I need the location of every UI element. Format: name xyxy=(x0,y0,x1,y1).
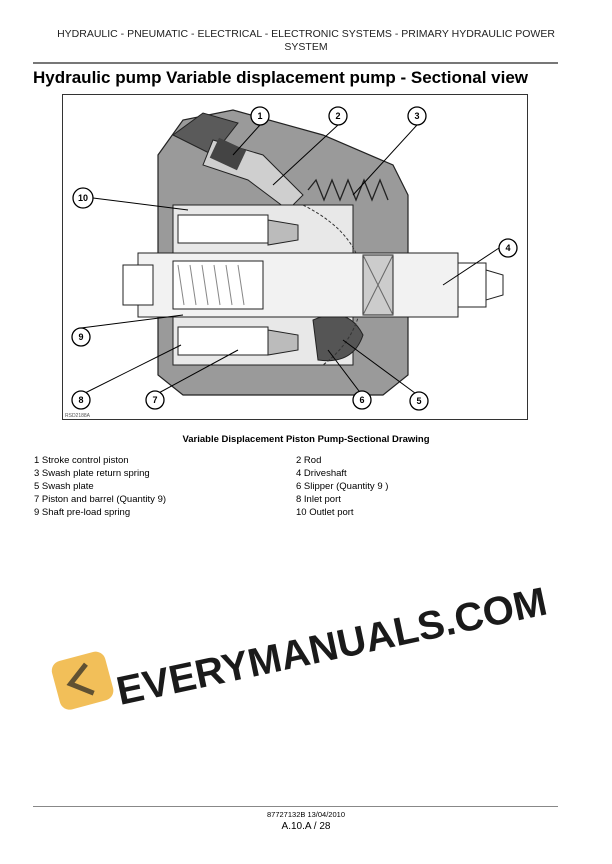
callout-6: 6 xyxy=(352,390,372,410)
svg-text:7: 7 xyxy=(152,395,157,405)
callout-2: 2 xyxy=(328,106,348,126)
watermark: EVERYMANUALS.COM xyxy=(51,580,551,714)
running-header: HYDRAULIC - PNEUMATIC - ELECTRICAL - ELE… xyxy=(30,28,582,54)
figure-id: RSD2188A xyxy=(65,413,91,419)
header-line-2: SYSTEM xyxy=(284,41,328,53)
legend-left: 1 Stroke control piston 3 Swash plate re… xyxy=(34,454,166,519)
legend-item: 6 Slipper (Quantity 9 ) xyxy=(296,481,389,492)
svg-text:3: 3 xyxy=(414,111,419,121)
legend-item: 2 Rod xyxy=(296,455,322,466)
header-line-1: HYDRAULIC - PNEUMATIC - ELECTRICAL - ELE… xyxy=(57,28,555,40)
legend-right: 2 Rod 4 Driveshaft 6 Slipper (Quantity 9… xyxy=(296,454,388,519)
legend-item: 3 Swash plate return spring xyxy=(34,468,150,479)
svg-text:EVERYMANUALS.COM: EVERYMANUALS.COM xyxy=(113,580,551,714)
callout-7: 7 xyxy=(145,390,165,410)
callout-8: 8 xyxy=(71,390,91,410)
footer-doc-id: 87727132B 13/04/2010 xyxy=(267,810,345,819)
footer-page-number: A.10.A / 28 xyxy=(281,821,331,832)
svg-text:9: 9 xyxy=(78,332,83,342)
svg-text:2: 2 xyxy=(335,111,340,121)
callout-1: 1 xyxy=(250,106,270,126)
legend-item: 9 Shaft pre-load spring xyxy=(34,507,131,518)
watermark-logo-icon xyxy=(51,651,114,710)
legend-item: 4 Driveshaft xyxy=(296,468,347,479)
legend-item: 7 Piston and barrel (Quantity 9) xyxy=(34,494,167,505)
sectional-drawing: 1 2 3 4 5 6 7 8 9 10 RSD2188A xyxy=(62,94,528,420)
callout-4: 4 xyxy=(498,238,518,258)
callout-10: 10 xyxy=(72,187,94,209)
legend-item: 8 Inlet port xyxy=(296,494,341,505)
figure-caption: Variable Displacement Piston Pump-Sectio… xyxy=(182,434,430,445)
legend-item: 1 Stroke control piston xyxy=(34,455,129,466)
callout-5: 5 xyxy=(409,391,429,411)
page-title: Hydraulic pump Variable displacement pum… xyxy=(33,68,529,87)
svg-text:5: 5 xyxy=(416,396,421,406)
legend-item: 10 Outlet port xyxy=(296,507,354,518)
legend-item: 5 Swash plate xyxy=(34,481,94,492)
callout-3: 3 xyxy=(407,106,427,126)
header-divider xyxy=(33,62,558,64)
svg-text:6: 6 xyxy=(359,395,364,405)
svg-text:1: 1 xyxy=(257,111,262,121)
svg-text:8: 8 xyxy=(78,395,83,405)
svg-text:4: 4 xyxy=(505,243,510,253)
pump-illustration: 1 2 3 4 5 6 7 8 9 10 xyxy=(71,106,518,411)
footer-divider xyxy=(33,806,558,807)
callout-9: 9 xyxy=(71,327,91,347)
svg-text:10: 10 xyxy=(78,193,88,203)
